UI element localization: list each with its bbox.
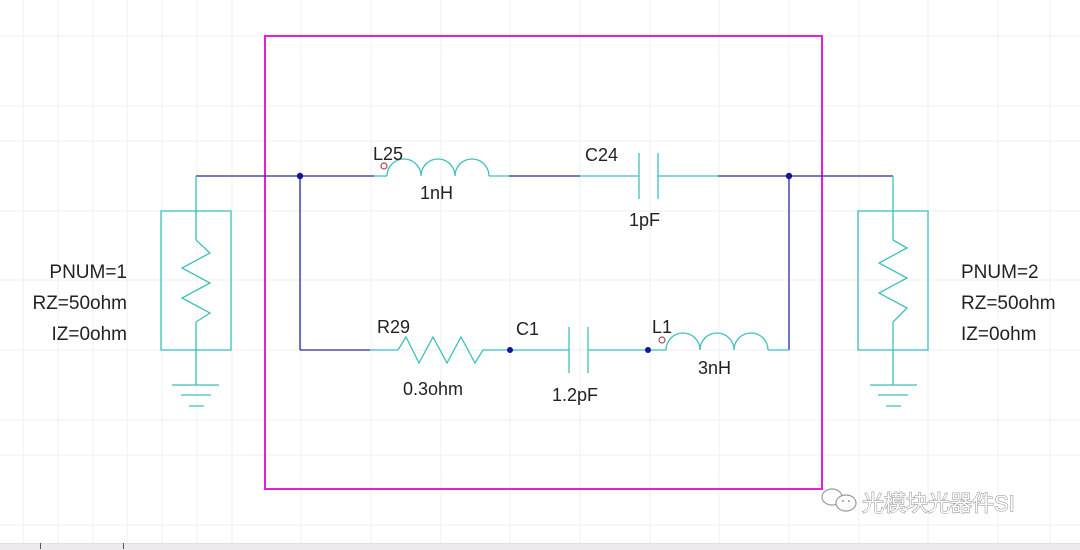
- wires: [196, 175, 893, 351]
- port-2-iz: IZ=0ohm: [961, 324, 1037, 345]
- watermark-text: 光模块光器件SI: [862, 491, 1015, 516]
- C24-value: 1pF: [629, 210, 660, 230]
- L25-value: 1nH: [420, 183, 453, 203]
- R29-ref: R29: [377, 317, 410, 337]
- pin1-marker-icon: [658, 336, 666, 344]
- wechat-icon: [821, 488, 857, 512]
- port-1-iz: IZ=0ohm: [51, 324, 127, 345]
- resistor-R29[interactable]: [370, 335, 510, 365]
- port-1-label: PNUM=1 RZ=50ohm IZ=0ohm: [32, 262, 127, 345]
- tab-divider: [123, 543, 124, 549]
- C1-value: 1.2pF: [552, 385, 598, 405]
- L25-ref: L25: [373, 144, 403, 164]
- port-2-pnum: PNUM=2: [961, 262, 1039, 283]
- port-2-rz: RZ=50ohm: [961, 293, 1056, 314]
- port-1-rz: RZ=50ohm: [32, 293, 127, 314]
- capacitor-C24[interactable]: [580, 153, 718, 199]
- L1-value: 3nH: [698, 358, 731, 378]
- L1-ref: L1: [652, 317, 672, 337]
- pin1-marker-icon: [380, 162, 388, 170]
- capacitor-C1[interactable]: [510, 327, 648, 373]
- C24-ref: C24: [585, 145, 618, 165]
- junctions: [296, 172, 793, 353]
- inductor-L25[interactable]: [374, 158, 509, 177]
- R29-value: 0.3ohm: [403, 379, 463, 399]
- watermark: 光模块光器件SI: [821, 488, 1015, 517]
- port-2-label: PNUM=2 RZ=50ohm IZ=0ohm: [961, 262, 1056, 345]
- horizontal-scrollbar[interactable]: [0, 543, 1080, 550]
- port-2[interactable]: [857, 176, 929, 407]
- C1-ref: C1: [516, 319, 539, 339]
- port-1-pnum: PNUM=1: [49, 262, 127, 283]
- subcircuit-boundary[interactable]: [264, 35, 823, 490]
- port-1[interactable]: [160, 176, 232, 407]
- tab-divider: [40, 543, 41, 549]
